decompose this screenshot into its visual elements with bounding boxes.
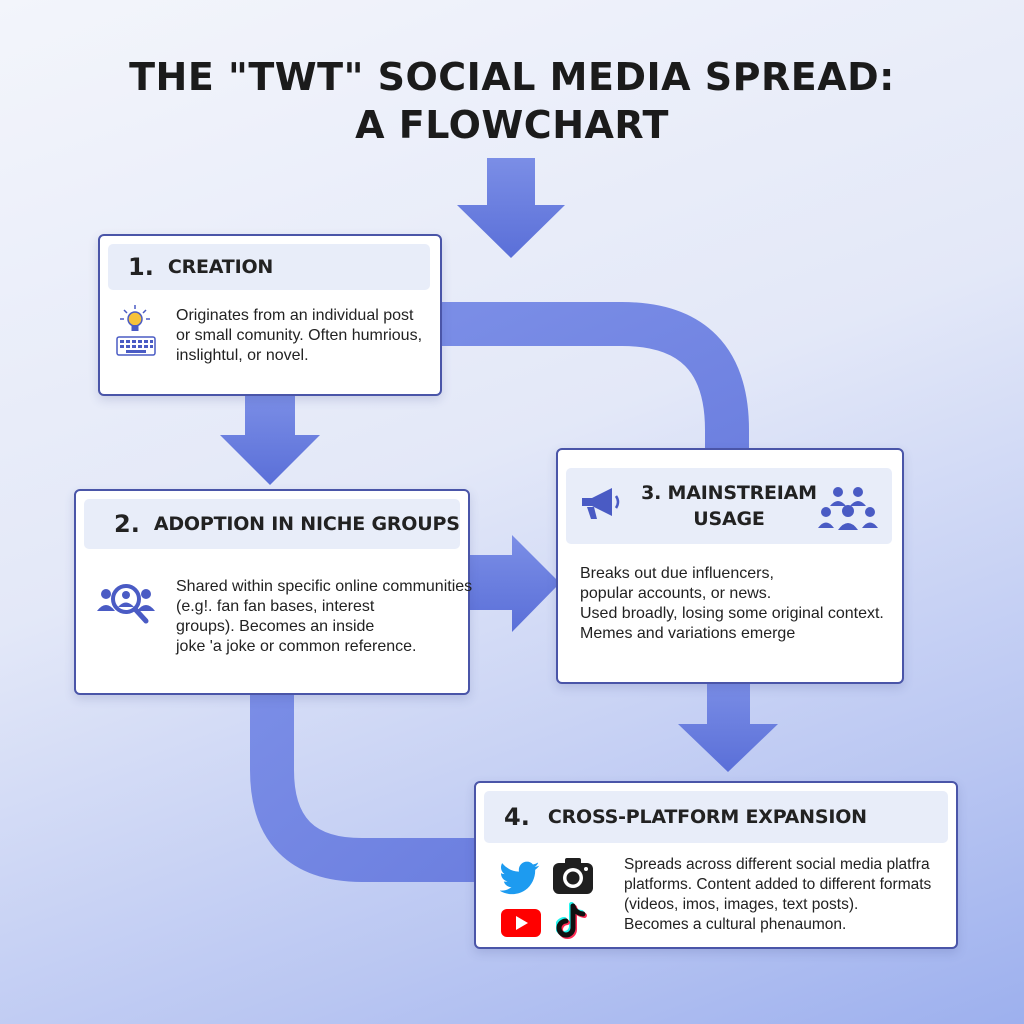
description-line: Spreads across different social media pl… bbox=[624, 856, 930, 873]
step-header: 1. CREATION bbox=[108, 244, 430, 290]
keyboard-icon bbox=[116, 336, 156, 356]
description-line: platforms. Content added to different fo… bbox=[624, 876, 932, 893]
step-number: 2. bbox=[114, 510, 140, 538]
step-title: CREATION bbox=[167, 256, 274, 278]
description-line: Memes and variations emerge bbox=[580, 625, 796, 642]
description-line: joke 'a joke or common reference. bbox=[176, 638, 417, 655]
description-line: inslightul, or novel. bbox=[176, 347, 309, 364]
tiktok-icon bbox=[556, 902, 587, 939]
arrow-creation-to-adoption bbox=[220, 395, 320, 485]
description-line: Originates from an individual post bbox=[176, 307, 414, 324]
step-crossplatform-box: 4. CROSS-PLATFORM EXPANSION Spreads acro… bbox=[474, 781, 958, 949]
lightbulb-icon bbox=[120, 305, 150, 331]
arrow-title-to-creation bbox=[457, 158, 565, 258]
step-title: USAGE bbox=[693, 508, 765, 530]
step-description: Spreads across different social media pl… bbox=[624, 855, 931, 935]
description-line: (videos, imos, images, text posts). bbox=[624, 896, 859, 913]
page-subtitle: A FLOWCHART bbox=[355, 103, 669, 147]
twitter-icon bbox=[500, 861, 540, 895]
description-line: Shared within specific online communitie… bbox=[176, 578, 473, 595]
description-line: Breaks out due influencers, bbox=[580, 565, 774, 582]
megaphone-icon bbox=[582, 488, 620, 519]
step-creation-box: 1. CREATION Originates from an individua… bbox=[98, 234, 442, 396]
arrow-adoption-to-mainstream bbox=[468, 535, 560, 632]
description-line: popular accounts, or news. bbox=[580, 585, 772, 602]
step-number: 1. bbox=[128, 253, 154, 281]
description-line: (e.g!. fan fan bases, interest bbox=[176, 598, 375, 615]
step-adoption-box: 2. ADOPTION IN NICHE GROUPS Shared withi… bbox=[74, 489, 472, 695]
step-title: CROSS-PLATFORM EXPANSION bbox=[547, 806, 867, 828]
description-line: Becomes a cultural phenaumon. bbox=[624, 916, 847, 933]
description-line: groups). Becomes an inside bbox=[176, 618, 375, 635]
youtube-icon bbox=[501, 909, 541, 937]
camera-icon bbox=[553, 858, 593, 894]
band-creation-to-mainstream bbox=[440, 302, 749, 452]
band-adoption-to-crossplatform bbox=[250, 690, 478, 882]
step-title: ADOPTION IN NICHE GROUPS bbox=[153, 513, 460, 535]
page-title: THE "TWT" SOCIAL MEDIA SPREAD: bbox=[129, 55, 895, 99]
step-description: Breaks out due influencers, popular acco… bbox=[580, 564, 884, 644]
step-number: 3. MAINSTREIAM bbox=[641, 482, 817, 504]
community-search-icon bbox=[97, 584, 155, 624]
step-header: 4. CROSS-PLATFORM EXPANSION bbox=[484, 791, 948, 843]
description-line: or small comunity. Often humrious, bbox=[176, 327, 423, 344]
description-line: Used broadly, losing some original conte… bbox=[580, 605, 884, 622]
step-description: Shared within specific online communitie… bbox=[176, 577, 472, 657]
step-number: 4. bbox=[504, 803, 530, 831]
step-mainstream-box: 3. MAINSTREIAM USAGE Breaks out due infl… bbox=[556, 448, 904, 684]
arrow-mainstream-to-crossplatform bbox=[678, 680, 778, 772]
step-header: 2. ADOPTION IN NICHE GROUPS bbox=[84, 499, 460, 549]
step-description: Originates from an individual post or sm… bbox=[176, 306, 422, 366]
crowd-icon bbox=[818, 487, 878, 530]
